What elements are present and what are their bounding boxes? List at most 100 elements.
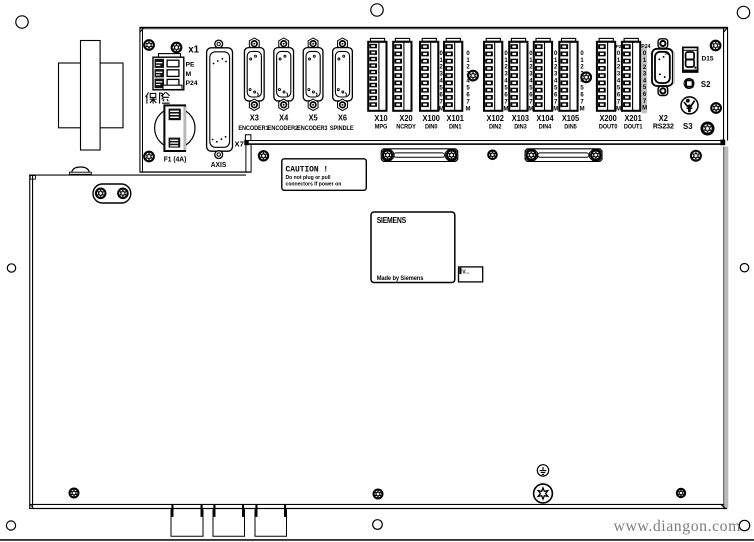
svg-text:S2: S2 [701, 80, 711, 89]
svg-text:DIN5: DIN5 [564, 123, 577, 131]
svg-text:6: 6 [504, 93, 508, 99]
svg-text:M: M [186, 71, 192, 78]
svg-text:AXIS: AXIS [211, 162, 227, 169]
svg-text:X2: X2 [659, 114, 668, 123]
svg-text:0: 0 [617, 51, 621, 57]
svg-text:X4: X4 [279, 113, 289, 122]
svg-text:6: 6 [529, 93, 533, 99]
svg-text:DIN1: DIN1 [449, 123, 462, 131]
svg-text:www.diangon.com: www.diangon.com [614, 518, 742, 535]
svg-text:2: 2 [580, 65, 584, 71]
svg-text:M: M [580, 106, 585, 112]
svg-text:5: 5 [466, 86, 470, 92]
svg-text:X102: X102 [487, 114, 504, 123]
svg-text:5: 5 [504, 86, 508, 92]
svg-text:X6: X6 [338, 113, 347, 122]
svg-text:X20: X20 [399, 114, 412, 123]
svg-text:M: M [466, 106, 471, 112]
svg-text:M: M [439, 106, 444, 112]
svg-text:3: 3 [643, 72, 647, 78]
svg-text:SPINDLE: SPINDLE [330, 125, 354, 133]
svg-text:2: 2 [504, 65, 508, 71]
svg-text:M: M [528, 106, 533, 112]
svg-text:X101: X101 [447, 114, 465, 123]
svg-text:DOUT1: DOUT1 [624, 123, 643, 131]
svg-text:4: 4 [554, 79, 558, 85]
svg-text:4: 4 [504, 79, 508, 85]
svg-text:4: 4 [440, 79, 444, 85]
svg-text:7: 7 [504, 99, 508, 105]
svg-text:x1: x1 [188, 44, 199, 55]
svg-text:7: 7 [580, 99, 584, 105]
svg-text:2: 2 [440, 65, 444, 71]
svg-text:2: 2 [466, 65, 470, 71]
svg-text:DOUT0: DOUT0 [599, 123, 618, 131]
svg-text:3: 3 [617, 72, 621, 78]
svg-text:CAUTION !: CAUTION ! [286, 166, 329, 175]
svg-text:1: 1 [466, 58, 470, 64]
svg-text:5: 5 [580, 86, 584, 92]
svg-text:3: 3 [554, 72, 558, 78]
svg-text:2: 2 [643, 65, 647, 71]
svg-text:7: 7 [440, 99, 444, 105]
svg-text:M: M [642, 106, 647, 112]
svg-text:5: 5 [440, 86, 444, 92]
svg-text:S3: S3 [683, 122, 693, 131]
svg-text:X200: X200 [599, 114, 616, 123]
svg-text:1: 1 [440, 58, 444, 64]
svg-text:ENCODER1: ENCODER1 [238, 125, 269, 133]
svg-text:DIN2: DIN2 [489, 123, 502, 131]
svg-text:X103: X103 [512, 114, 529, 123]
svg-text:M: M [504, 106, 509, 112]
svg-text:6: 6 [554, 93, 558, 99]
svg-text:7: 7 [529, 99, 533, 105]
svg-text:V...: V... [462, 269, 470, 275]
svg-text:0: 0 [643, 51, 647, 57]
svg-text:SIEMENS: SIEMENS [377, 215, 406, 225]
svg-text:M: M [553, 106, 558, 112]
svg-text:6: 6 [440, 93, 444, 99]
svg-text:X10: X10 [374, 114, 387, 123]
svg-text:6: 6 [466, 93, 470, 99]
svg-text:4: 4 [643, 78, 647, 84]
svg-text:5: 5 [554, 86, 558, 92]
svg-text:X100: X100 [423, 114, 440, 123]
svg-text:5: 5 [529, 86, 533, 92]
svg-text:P24: P24 [641, 44, 650, 50]
svg-text:M: M [616, 106, 621, 112]
svg-text:7: 7 [643, 99, 647, 105]
svg-text:connectors If power on: connectors If power on [286, 181, 342, 187]
svg-text:1: 1 [554, 58, 558, 64]
svg-text:ENCODER3: ENCODER3 [297, 125, 328, 133]
svg-text:4: 4 [529, 79, 533, 85]
svg-text:DIN4: DIN4 [539, 123, 552, 131]
svg-text:1: 1 [643, 58, 647, 64]
svg-text:X105: X105 [562, 114, 580, 123]
svg-text:Made by Siemens: Made by Siemens [377, 276, 424, 282]
svg-text:6: 6 [617, 93, 621, 99]
svg-text:DIN3: DIN3 [514, 123, 527, 131]
svg-text:7: 7 [554, 99, 558, 105]
svg-text:0: 0 [504, 51, 508, 57]
svg-text:6: 6 [643, 92, 647, 98]
svg-text:7: 7 [617, 99, 621, 105]
svg-text:1: 1 [580, 58, 584, 64]
svg-text:P24: P24 [616, 44, 625, 49]
svg-text:6: 6 [580, 93, 584, 99]
svg-text:2: 2 [617, 65, 621, 71]
svg-text:ENCODER2: ENCODER2 [268, 125, 299, 133]
svg-text:F1 (4A): F1 (4A) [164, 157, 187, 164]
svg-text:1: 1 [617, 58, 621, 64]
svg-text:X5: X5 [309, 113, 319, 122]
svg-text:4: 4 [466, 79, 470, 85]
svg-text:X104: X104 [536, 114, 554, 123]
svg-text:P24: P24 [186, 80, 198, 87]
svg-text:D15: D15 [702, 55, 714, 62]
svg-text:0: 0 [580, 51, 584, 57]
svg-text:5: 5 [617, 86, 621, 92]
svg-text:3: 3 [504, 72, 508, 78]
svg-text:PE: PE [186, 62, 196, 69]
svg-text:2: 2 [529, 65, 533, 71]
svg-text:0: 0 [466, 51, 470, 57]
svg-text:RS232: RS232 [653, 121, 674, 130]
